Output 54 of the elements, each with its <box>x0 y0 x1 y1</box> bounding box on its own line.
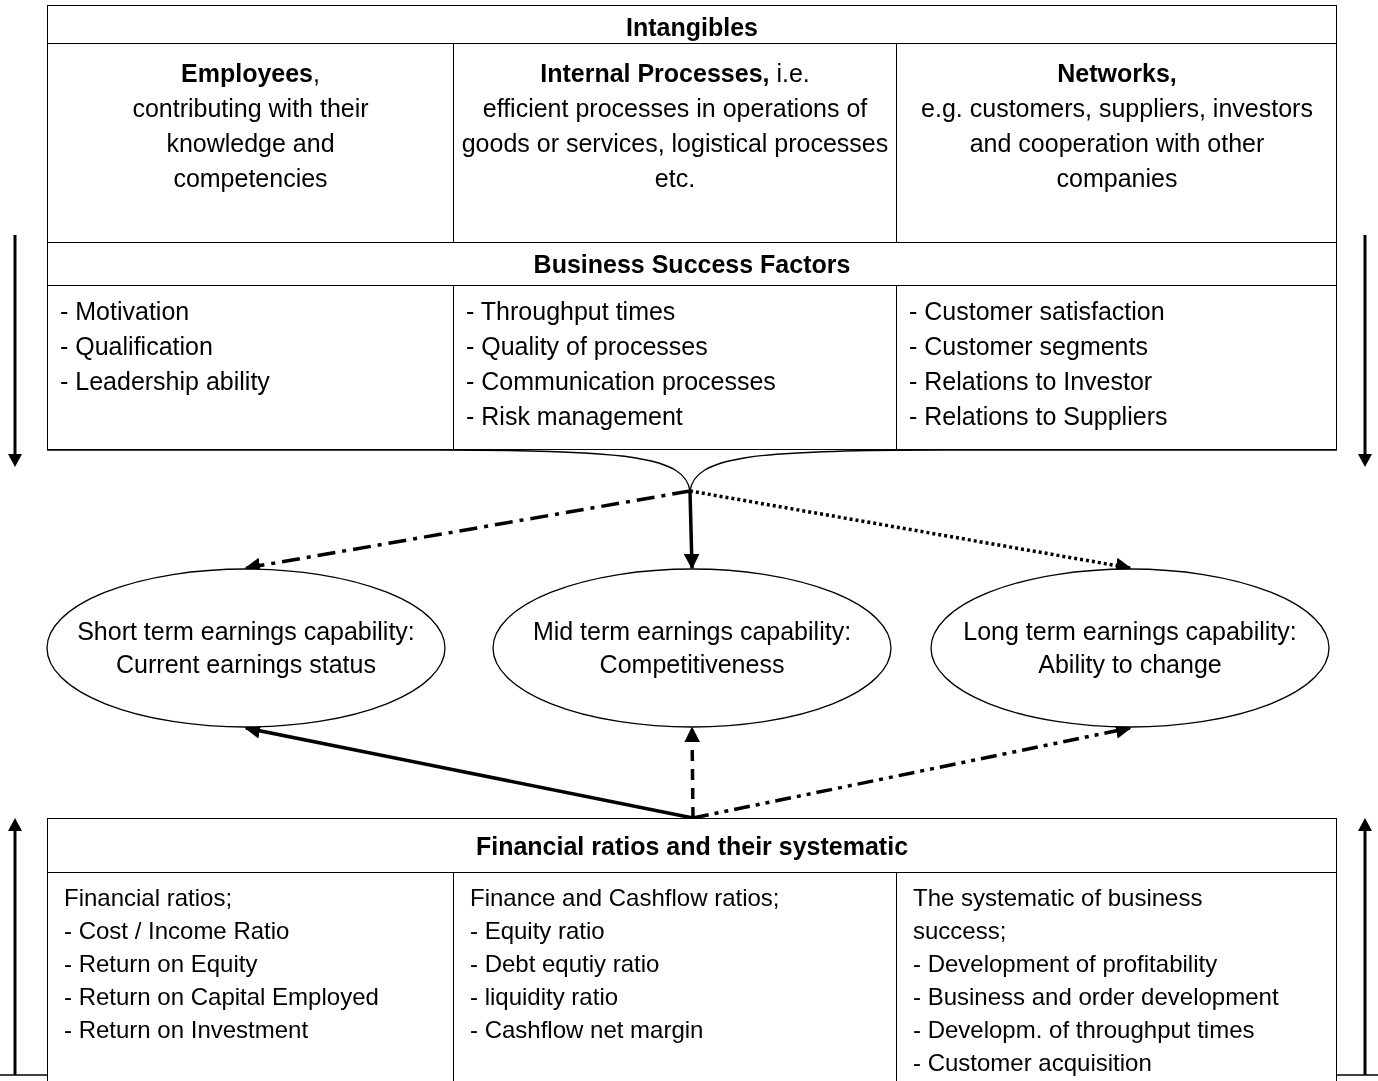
list-item: - Qualification <box>60 331 213 362</box>
list-item: - Customer segments <box>909 331 1148 362</box>
list-item: - Cashflow net margin <box>470 1015 704 1045</box>
cell-heading: Networks, <box>1057 58 1177 89</box>
list-item: - Relations to Investor <box>909 366 1153 397</box>
section-heading: Business Success Factors <box>532 249 852 280</box>
list-item: - Relations to Suppliers <box>909 401 1168 432</box>
list-item: - Motivation <box>60 296 190 327</box>
list-item: - Risk management <box>466 401 683 432</box>
cell-text: efficient processes in operations of goods or services, logistical processes etc. <box>460 93 890 194</box>
list-item: - Customer acquisition <box>913 1048 1152 1078</box>
table-cell <box>453 872 896 1081</box>
table-cell <box>896 872 1337 1081</box>
ellipse <box>492 568 892 728</box>
section-heading: Intangibles <box>625 12 759 43</box>
list-item: - Return on Investment <box>64 1015 309 1045</box>
ellipse <box>930 568 1330 728</box>
arrow <box>684 726 701 818</box>
list-item: The systematic of business success; <box>913 883 1204 946</box>
cell-heading: Internal Processes, i.e. <box>540 58 810 89</box>
arrow <box>683 490 700 570</box>
list-item: - Communication processes <box>466 366 776 397</box>
list-item: - Equity ratio <box>470 916 605 946</box>
ellipse-text: Competitiveness <box>599 649 785 680</box>
section-heading: Financial ratios and their systematic <box>474 831 910 862</box>
list-item: Financial ratios; <box>64 883 233 913</box>
list-item: - Cost / Income Ratio <box>64 916 290 946</box>
list-item: Finance and Cashflow ratios; <box>470 883 780 913</box>
ellipse-text: Long term earnings capability: <box>963 616 1297 647</box>
list-item: - Debt equtiy ratio <box>470 949 660 979</box>
table-cell <box>896 285 1337 450</box>
list-item: - Development of profitability <box>913 949 1218 979</box>
table-section <box>47 242 1337 450</box>
table-section <box>47 5 1337 243</box>
list-item: - Return on Capital Employed <box>64 982 379 1012</box>
curly-brace <box>47 449 1337 492</box>
list-item: - Quality of processes <box>466 331 708 362</box>
list-item: - Return on Equity <box>64 949 258 979</box>
table-section <box>47 818 1337 1081</box>
ellipse-text: Mid term earnings capability: <box>532 616 852 647</box>
ellipse <box>46 568 446 728</box>
list-item: - Customer satisfaction <box>909 296 1165 327</box>
table-cell <box>453 285 896 450</box>
ellipse-text: Current earnings status <box>116 649 376 680</box>
list-item: - Leadership ability <box>60 366 270 397</box>
list-item: - liquidity ratio <box>470 982 619 1012</box>
list-item: - Business and order development <box>913 982 1279 1012</box>
cell-text: contributing with their knowledge and competencies <box>131 93 370 194</box>
list-item: - Throughput times <box>466 296 676 327</box>
ellipse-text: Ability to change <box>1038 649 1222 680</box>
cell-text: e.g. customers, suppliers, investors and cooperation with other companies <box>920 93 1314 194</box>
cell-heading: Employees, <box>181 58 320 89</box>
list-item: - Developm. of throughput times <box>913 1015 1255 1045</box>
ellipse-text: Short term earnings capability: <box>77 616 415 647</box>
